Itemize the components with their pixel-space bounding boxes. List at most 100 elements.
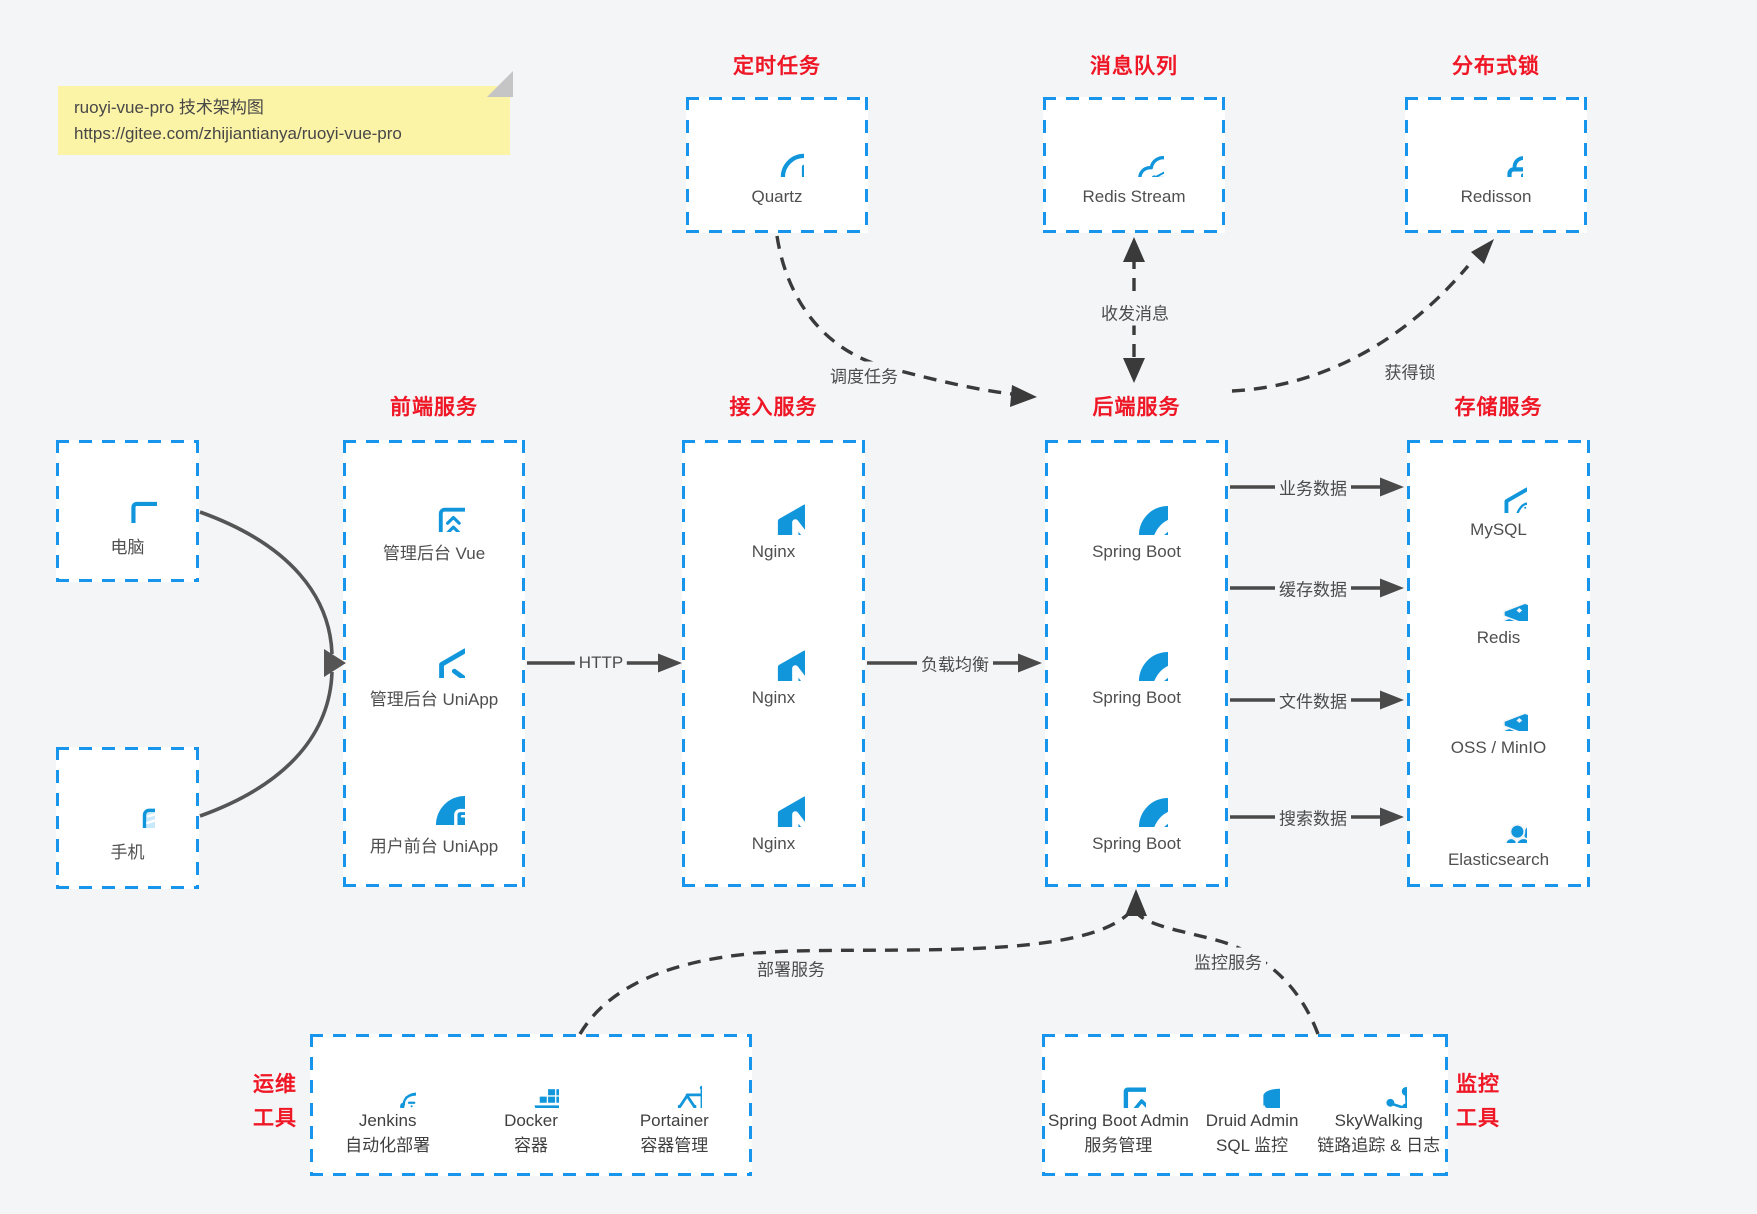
tool-desc: 链路追踪 & 日志 — [1317, 1136, 1441, 1155]
tool-name: Jenkins — [358, 1111, 417, 1131]
tool-name: Docker — [504, 1111, 558, 1131]
backend-column: Spring Boot Spring Boot Spring Boot — [1045, 440, 1228, 887]
side-label-line: 运维 — [253, 1073, 297, 1096]
edge-label-acquire-lock: 获得锁 — [1380, 357, 1440, 385]
mysql-icon — [1471, 457, 1527, 513]
edge-label-search-data: 搜索数据 — [1275, 803, 1351, 831]
druid-admin-item: Druid Admin SQL 监控 — [1189, 1052, 1316, 1158]
service-label: Nginx — [751, 541, 796, 561]
group-title-scheduled-task: 定时任务 — [733, 55, 821, 78]
uniapp-icon — [403, 616, 465, 678]
service-label: Nginx — [751, 834, 796, 854]
mobile-client-box: 手机 — [56, 747, 199, 889]
admin-vue-icon — [403, 470, 465, 532]
tool-name: Spring Boot Admin — [1048, 1111, 1189, 1131]
spring-icon — [1106, 765, 1168, 827]
frontend-item-admin-vue: 管理后台 Vue — [343, 444, 525, 590]
tool-desc: 自动化部署 — [345, 1136, 431, 1155]
sticky-note: ruoyi-vue-pro 技术架构图 https://gitee.com/zh… — [58, 71, 513, 155]
spring-icon — [1106, 473, 1168, 535]
spring-boot-admin-item: Spring Boot Admin 服务管理 — [1048, 1052, 1189, 1158]
edge-label-exchange-message: 收发消息 — [1097, 298, 1173, 326]
edge-label-business-data: 业务数据 — [1275, 473, 1351, 501]
edge-label-file-data: 文件数据 — [1275, 686, 1351, 714]
service-label: Spring Boot — [1092, 834, 1181, 854]
edge-label-http: HTTP — [574, 652, 628, 674]
nginx-icon — [743, 765, 805, 827]
edge-label-cache-data: 缓存数据 — [1275, 574, 1351, 602]
spring-icon — [1106, 619, 1168, 681]
elasticsearch-icon — [1471, 787, 1527, 843]
side-label-line: 工具 — [253, 1106, 297, 1130]
tool-desc: 容器管理 — [640, 1136, 709, 1155]
phone-icon — [101, 774, 155, 828]
skywalking-item: SkyWalking 链路追踪 & 日志 — [1315, 1052, 1442, 1158]
service-label: 管理后台 Vue — [382, 544, 486, 564]
ops-tools-side-label: 运维 工具 — [240, 1068, 310, 1135]
edge-label-load-balance: 负载均衡 — [917, 649, 993, 677]
note-fold-corner — [487, 71, 513, 97]
elasticsearch-item: Elasticsearch — [1407, 773, 1590, 883]
edge-label-schedule-job: 调度任务 — [826, 361, 902, 389]
tool-desc: 服务管理 — [1084, 1136, 1153, 1155]
deploy-service-curve — [578, 913, 1129, 1035]
mysql-item: MySQL — [1407, 444, 1590, 554]
nginx-item: Nginx — [682, 737, 865, 883]
group-title-distributed-lock: 分布式锁 — [1452, 55, 1540, 78]
ops-tools-box: Jenkins 自动化部署 Docker 容器 Portainer 容器管理 — [310, 1034, 752, 1176]
monitor-tools-box: Spring Boot Admin 服务管理 Druid Admin SQL 监… — [1042, 1034, 1448, 1176]
service-label: Redis Stream — [1082, 187, 1186, 206]
service-label: Quartz — [751, 187, 803, 206]
portainer-item: Portainer 容器管理 — [603, 1052, 746, 1158]
tool-name: Portainer — [639, 1111, 709, 1131]
redis-item: Redis — [1407, 554, 1590, 664]
redisson-box: Redisson — [1405, 97, 1587, 233]
desktop-icon — [99, 465, 157, 523]
monitor-chart-icon — [1090, 1052, 1146, 1108]
monitor-tools-side-label: 监控 工具 — [1443, 1068, 1513, 1135]
database-icon — [1224, 1052, 1280, 1108]
docker-icon — [503, 1052, 559, 1108]
portainer-scales-icon — [646, 1052, 702, 1108]
tool-desc: 容器 — [513, 1136, 548, 1155]
tool-name: SkyWalking — [1334, 1111, 1423, 1131]
storage-column: MySQL Redis OSS / MinIO Elasticsearch — [1407, 440, 1590, 887]
nginx-item: Nginx — [682, 590, 865, 736]
oss-minio-item: OSS / MinIO — [1407, 664, 1590, 774]
lock-icon — [1469, 123, 1523, 177]
service-label: Redisson — [1460, 187, 1532, 206]
client-label: 手机 — [110, 842, 145, 862]
side-label-line: 监控 — [1456, 1073, 1500, 1096]
service-label: Nginx — [751, 687, 796, 707]
note-url: https://gitee.com/zhijiantianya/ruoyi-vu… — [74, 123, 402, 143]
frontend-column: 管理后台 Vue 管理后台 UniApp 用户前台 UniApp — [343, 440, 525, 887]
quartz-box: Quartz — [686, 97, 868, 233]
docker-item: Docker 容器 — [459, 1052, 602, 1158]
note-title: ruoyi-vue-pro 技术架构图 — [74, 98, 264, 117]
jenkins-icon — [360, 1052, 416, 1108]
storage-stack-icon — [1470, 679, 1528, 731]
column-title-gateway: 接入服务 — [729, 396, 818, 419]
tool-name: Druid Admin — [1205, 1111, 1299, 1131]
redis-stream-box: Redis Stream — [1043, 97, 1225, 233]
column-title-frontend: 前端服务 — [390, 396, 478, 419]
service-label: Elasticsearch — [1447, 849, 1550, 869]
service-label: OSS / MinIO — [1450, 737, 1547, 757]
pc-client-box: 电脑 — [56, 440, 199, 582]
gateway-column: Nginx Nginx Nginx — [682, 440, 865, 887]
group-title-message-queue: 消息队列 — [1090, 55, 1178, 78]
client-label: 电脑 — [110, 537, 145, 557]
user-app-icon — [403, 763, 465, 825]
column-title-backend: 后端服务 — [1092, 396, 1181, 419]
side-label-line: 工具 — [1456, 1106, 1500, 1130]
frontend-item-admin-uniapp: 管理后台 UniApp — [343, 590, 525, 736]
spring-boot-item: Spring Boot — [1045, 444, 1228, 590]
nginx-item: Nginx — [682, 444, 865, 590]
edge-label-deploy-service: 部署服务 — [753, 954, 829, 982]
edge-label-monitor-service: 监控服务 — [1190, 947, 1266, 975]
nginx-icon — [743, 473, 805, 535]
client-to-frontend-arrows — [199, 510, 334, 818]
clock-icon — [750, 123, 804, 177]
cloud-share-icon — [1104, 123, 1164, 177]
